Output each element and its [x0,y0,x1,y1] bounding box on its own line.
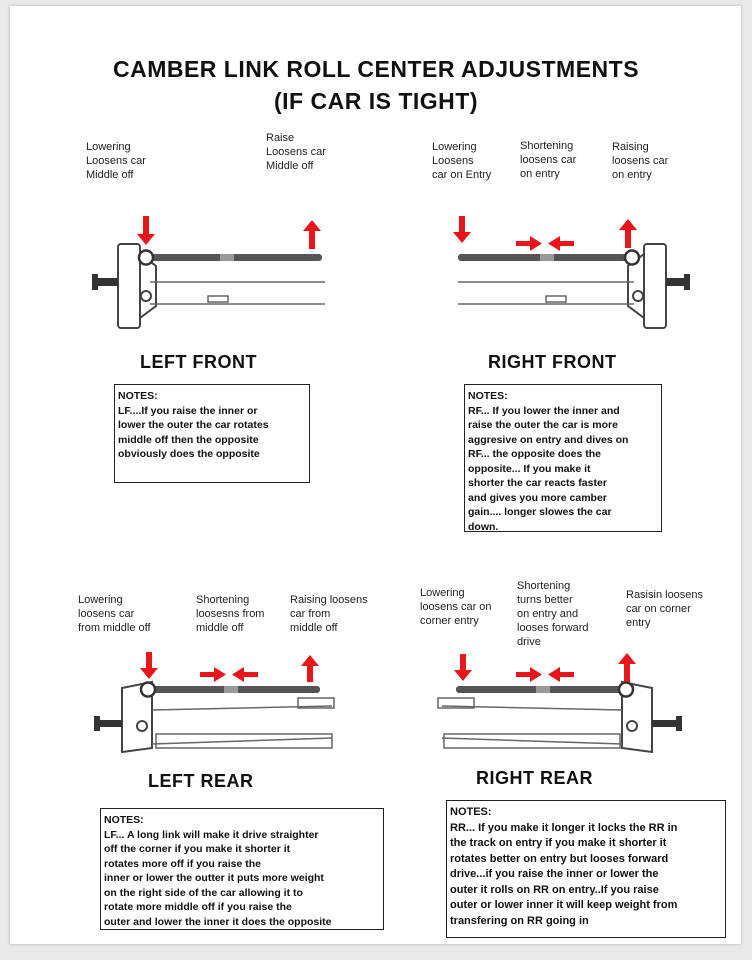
rf-section-title: RIGHT FRONT [488,352,617,372]
rr-lowering-label: Lowering loosens car on corner entry [420,587,492,627]
lr-lower-arm [151,697,335,749]
lf-notes-header: NOTES: [118,390,158,402]
lr-raising-label: Raising loosens car from middle off [290,594,368,634]
rf-camber-link [458,249,641,266]
lf-lower-arm [150,281,325,305]
rf-lower-arrow-icon [453,216,471,243]
lr-notes-header: NOTES: [104,814,144,826]
lf-axle-stub [92,274,118,290]
lf-lower-arrow-icon [137,216,155,245]
lf-camber-link [137,249,322,266]
lr-lowering-label: Lowering loosens car from middle off [78,594,151,634]
lr-notes-body: LF... A long link will make it drive str… [104,828,332,928]
rf-raise-arrow-icon [619,219,637,248]
rr-lower-arrow-icon [454,654,472,681]
rr-notes-header: NOTES: [450,806,492,818]
page-subtitle: (IF CAR IS TIGHT) [274,88,478,114]
rf-notes-body: RF... If you lower the inner and raise t… [468,404,629,533]
rf-lowering-label: Lowering Loosens car on Entry [432,141,492,181]
rf-lower-arm [458,281,634,305]
lr-notes-box: NOTES: LF... A long link will make it dr… [100,808,384,930]
lr-shortening-label: Shortening loosesns from middle off [196,594,265,634]
rr-shorten-arrows-icon [516,667,574,682]
rr-lower-arm [437,697,623,749]
rr-notes-body: RR... If you make it longer it locks the… [450,821,678,927]
lr-camber-link-diagram [94,652,335,754]
lf-raise-label: Raise Loosens car Middle off [266,132,326,172]
rr-camber-link-diagram [437,653,682,754]
rf-shorten-arrows-icon [516,236,574,251]
rr-section-title: RIGHT REAR [476,768,593,788]
lr-lower-arrow-icon [140,652,158,679]
rr-notes-box: NOTES: RR... If you make it longer it lo… [446,800,726,938]
lr-raise-arrow-icon [301,655,319,682]
rf-shortening-label: Shortening loosens car on entry [520,140,577,180]
rf-notes-box: NOTES: RF... If you lower the inner and … [464,384,662,533]
lf-section-title: LEFT FRONT [140,352,257,372]
rf-camber-link-diagram [453,216,690,329]
rf-axle-stub [666,274,690,290]
lf-notes-body: LF....If you raise the inner or lower th… [118,404,269,461]
rf-raising-label: Raising loosens car on entry [612,141,669,181]
lf-camber-link-diagram [92,216,325,329]
rr-raising-label: Rasisin loosens car on corner entry [626,589,704,629]
lr-axle-stub [94,716,122,731]
rr-axle-stub [652,716,682,731]
lr-section-title: LEFT REAR [148,771,254,791]
lf-notes-box: NOTES: LF....If you raise the inner or l… [114,384,310,483]
lr-shorten-arrows-icon [200,667,258,682]
page-title: CAMBER LINK ROLL CENTER ADJUSTMENTS [112,56,640,82]
lr-camber-link [139,681,320,698]
lf-lowering-label: Lowering Loosens car Middle off [86,141,146,181]
lf-raise-arrow-icon [303,220,321,249]
rr-raise-arrow-icon [618,653,636,682]
rf-notes-header: NOTES: [468,390,508,402]
rr-camber-link [456,681,635,698]
rr-shortening-label: Shortening turns better on entry and loo… [517,580,589,648]
